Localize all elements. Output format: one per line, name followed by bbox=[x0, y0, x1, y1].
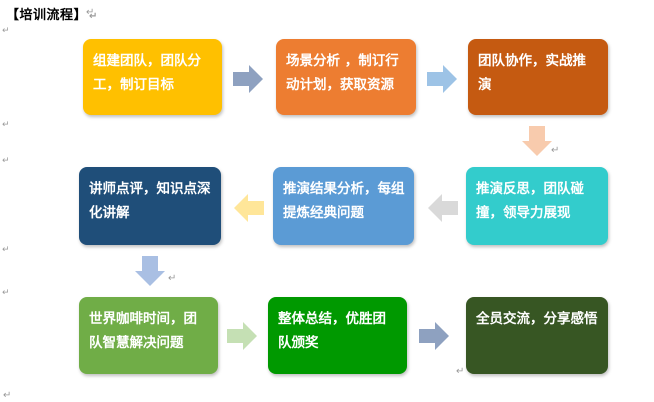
step-3-box: 团队协作，实战推演 bbox=[468, 39, 608, 115]
margin-mark: ↵ bbox=[2, 288, 10, 298]
page-title: 【培训流程】↵ bbox=[6, 8, 98, 23]
paragraph-mark: ↵ bbox=[89, 11, 98, 22]
margin-mark: ↵ bbox=[2, 26, 10, 36]
arrow-right-icon bbox=[233, 65, 263, 93]
arrow-right-icon bbox=[427, 65, 457, 93]
paragraph-mark: ↵ bbox=[86, 7, 95, 18]
step-5-box: 推演结果分析，每组提炼经典问题 bbox=[273, 167, 414, 245]
step-5-text: 推演结果分析，每组提炼经典问题 bbox=[283, 181, 405, 221]
step-4-box: 推演反思，团队碰撞，领导力展现 bbox=[466, 167, 608, 245]
arrow-down-icon bbox=[522, 126, 552, 156]
margin-mark: ↵ bbox=[2, 245, 10, 255]
step-6-box: 讲师点评，知识点深化讲解 bbox=[79, 167, 221, 245]
arrow-right-icon bbox=[227, 322, 257, 350]
step-1-box: 组建团队，团队分工，制订目标 bbox=[83, 39, 222, 115]
step-2-box: 场景分析 ，制订行动计划，获取资源 bbox=[276, 39, 416, 115]
margin-mark: ↵ bbox=[2, 156, 10, 166]
step-7-text: 世界咖啡时间，团队智慧解决问题 bbox=[89, 311, 197, 351]
arrow-down-icon bbox=[135, 256, 165, 286]
end-mark: ↵ bbox=[3, 390, 12, 401]
step-9-box: 全员交流，分享感悟 bbox=[466, 297, 608, 374]
paragraph-mark: ↵ bbox=[456, 366, 465, 377]
paragraph-mark: ↵ bbox=[168, 273, 177, 284]
arrow-right-icon bbox=[419, 322, 449, 350]
step-6-text: 讲师点评，知识点深化讲解 bbox=[89, 181, 211, 221]
arrow-left-icon bbox=[428, 194, 458, 222]
step-7-box: 世界咖啡时间，团队智慧解决问题 bbox=[79, 297, 218, 374]
step-1-text: 组建团队，团队分工，制订目标 bbox=[93, 53, 201, 93]
margin-mark: ↵ bbox=[2, 120, 10, 130]
step-8-box: 整体总结，优胜团队颁奖 bbox=[268, 297, 407, 374]
step-4-text: 推演反思，团队碰撞，领导力展现 bbox=[476, 181, 584, 221]
step-9-text: 全员交流，分享感悟 bbox=[476, 311, 598, 327]
step-3-text: 团队协作，实战推演 bbox=[478, 53, 586, 93]
arrow-left-icon bbox=[234, 194, 264, 222]
step-8-text: 整体总结，优胜团队颁奖 bbox=[278, 311, 386, 351]
step-2-text: 场景分析 ，制订行动计划，获取资源 bbox=[286, 53, 399, 93]
paragraph-mark: ↵ bbox=[551, 145, 560, 156]
